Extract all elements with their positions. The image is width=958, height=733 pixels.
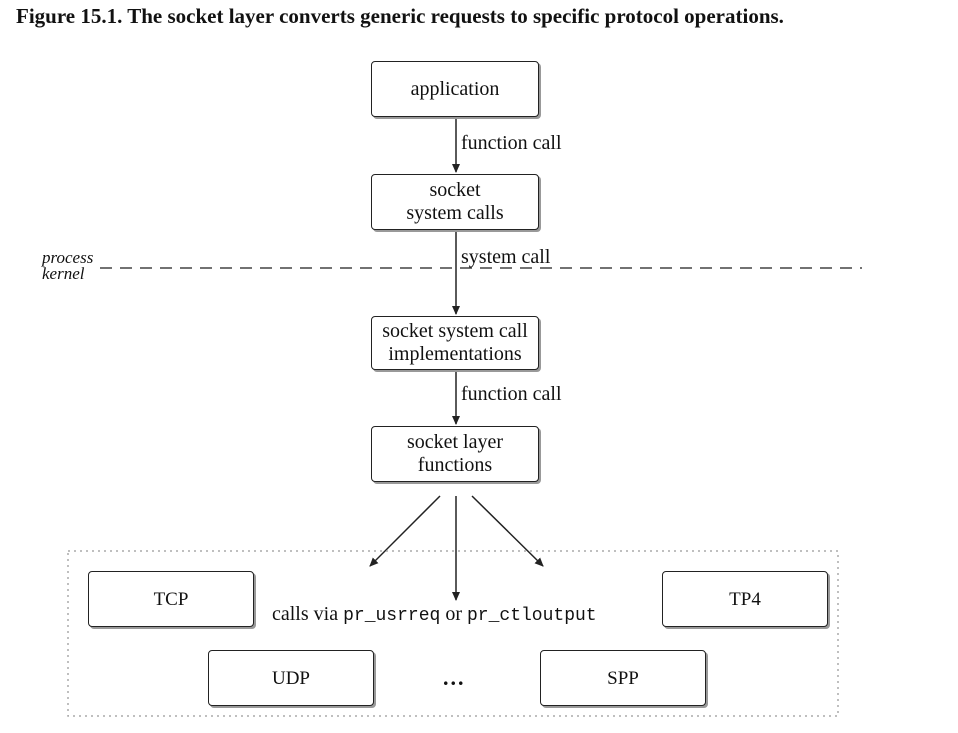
socket-layer-line2: functions — [417, 454, 493, 476]
kernel-label: kernel — [42, 264, 85, 283]
application-box: application — [371, 61, 539, 117]
tcp-box: TCP — [88, 571, 254, 627]
ellipsis-label: ... — [443, 665, 466, 690]
process-label: process — [42, 248, 94, 267]
pr-usrreq-name: pr_usrreq — [343, 606, 441, 626]
spp-label: SPP — [607, 667, 639, 689]
function-call-label-1: function call — [461, 132, 562, 154]
tp4-box: TP4 — [662, 571, 828, 627]
arrow-layer-left — [369, 495, 441, 567]
calls-via-prefix: calls via — [272, 603, 339, 625]
function-call-label-2: function call — [461, 383, 562, 405]
udp-label: UDP — [271, 667, 310, 689]
implementations-line2: implementations — [388, 343, 522, 365]
socket-system-call-implementations-box: socket system call implementations — [371, 316, 539, 370]
socket-system-calls-box: socket system calls — [371, 174, 539, 230]
tp4-label: TP4 — [729, 588, 761, 610]
udp-box: UDP — [208, 650, 374, 706]
figure-caption: Figure 15.1. The socket layer converts g… — [16, 4, 784, 28]
tcp-label: TCP — [153, 588, 189, 610]
application-label: application — [410, 77, 500, 100]
arrow-layer-right — [471, 495, 544, 567]
implementations-line1: socket system call — [382, 320, 528, 342]
protocol-region — [67, 550, 839, 717]
socket-system-calls-line1: socket — [429, 179, 481, 201]
system-call-label: system call — [461, 246, 551, 268]
socket-layer-line1: socket layer — [406, 431, 504, 453]
calls-via-label: calls via pr_usrreq or pr_ctloutput — [272, 603, 597, 626]
spp-box: SPP — [540, 650, 706, 706]
calls-via-or: or — [445, 603, 462, 625]
socket-layer-functions-box: socket layer functions — [371, 426, 539, 482]
pr-ctloutput-name: pr_ctloutput — [466, 606, 597, 626]
boundary-labels: process kernel — [42, 248, 94, 283]
socket-system-calls-line2: system calls — [406, 202, 504, 224]
